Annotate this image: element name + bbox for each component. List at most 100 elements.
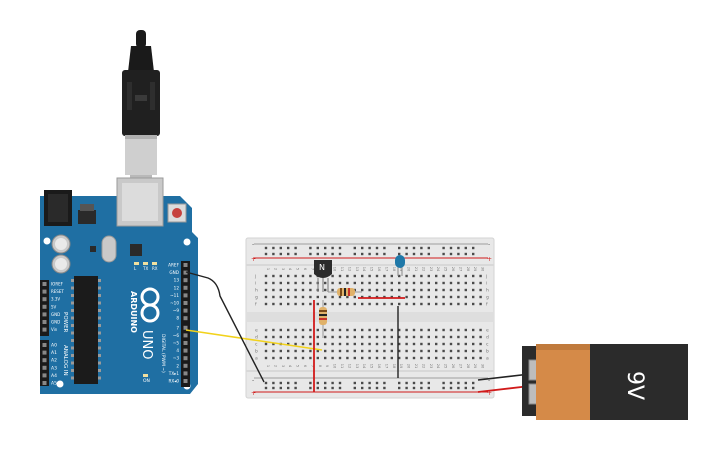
reset-button[interactable] [167,203,187,223]
column-number-top: 20 [407,267,411,272]
row-label: g [486,296,489,301]
digital-pin[interactable] [183,308,188,313]
digital-pin[interactable] [183,371,188,376]
column-number-top: 29 [473,267,477,272]
column-number-bottom: 29 [473,364,477,369]
row-label: e [486,329,489,334]
row-label: g [255,296,258,301]
breadboard[interactable] [245,237,495,399]
on-label: ON [143,378,150,384]
led[interactable] [395,255,405,276]
digital-pin-label: 2 [176,363,179,368]
digital-pin[interactable] [183,348,188,353]
column-number-bottom: 22 [421,364,425,369]
row-label: d [486,335,489,341]
row-label: a [255,357,258,362]
digital-pin-label: 13 [174,278,180,283]
power-pin-label: GND [51,312,60,317]
digital-pin-label: AREF [168,263,179,268]
analog-pin[interactable] [42,381,47,385]
rail-plus-label: + [487,256,492,263]
column-number-top: 25 [444,267,448,272]
power-pin[interactable] [42,289,47,294]
column-number-bottom: 17 [384,364,388,369]
column-number-bottom: 11 [340,364,344,369]
digital-pin[interactable] [183,285,188,290]
digital-pin[interactable] [183,356,188,361]
analog-pin[interactable] [42,365,47,370]
column-number-top: 17 [384,267,388,272]
digital-pin[interactable] [183,363,188,368]
arduino-logo [140,287,160,323]
digital-pin[interactable] [183,301,188,305]
column-number-bottom: 25 [444,364,448,369]
battery-9v[interactable]: 9V [522,344,688,420]
analog-label: ANALOG IN [62,345,68,376]
digital-pin-label: ~6 [173,333,180,338]
digital-pin-label: ~5 [173,341,180,346]
power-pin[interactable] [42,297,47,302]
column-number-bottom: 19 [399,364,403,369]
column-number-bottom: 3 [281,365,285,367]
arduino-board[interactable]: ARDUINO UNO DIGITAL (PWM ~) POWER ANALOG… [40,177,198,394]
rail-plus-label: + [251,390,256,397]
column-number-bottom: 5 [296,365,300,367]
column-number-top: 5 [296,268,300,270]
row-label: i [255,281,256,287]
column-number-bottom: 15 [370,364,374,369]
column-number-top: 18 [392,267,396,272]
power-pin[interactable] [42,282,47,286]
rail-minus-label: - [252,377,254,384]
column-number-bottom: 1 [266,365,270,367]
power-pin-label: Vin [51,327,58,332]
column-number-bottom: 14 [362,364,366,369]
wire-ground-arduino[interactable] [185,271,265,383]
digital-pin[interactable] [183,293,188,298]
row-label: j [254,274,256,280]
power-pin[interactable] [42,304,47,309]
digital-pin[interactable] [183,379,188,383]
row-label: a [486,357,489,362]
resistor-horizontal[interactable] [328,288,362,296]
column-number-bottom: 6 [303,365,307,368]
row-label: h [486,288,489,294]
analog-pin-label: A4 [51,373,57,379]
analog-pin[interactable] [42,350,47,355]
power-pin[interactable] [42,312,47,317]
column-number-bottom: 13 [355,364,359,369]
column-number-top: 4 [288,268,292,271]
power-pin-label: 5V [51,304,57,309]
column-number-bottom: 10 [333,364,337,369]
digital-pin-label: RX◂0 [168,379,179,384]
npn-transistor[interactable]: N [314,260,332,292]
column-number-top: 21 [414,267,418,272]
rail-minus-label: - [252,241,254,248]
analog-pin-label: A3 [51,365,57,371]
power-pin-label: 3.3V [51,297,60,302]
analog-pin[interactable] [42,373,47,378]
analog-pin[interactable] [42,358,47,363]
digital-pin[interactable] [183,270,188,275]
column-number-bottom: 9 [325,365,329,368]
wire-battery-negative[interactable] [477,373,531,381]
power-pin[interactable] [42,320,47,324]
wire-battery-positive[interactable] [477,385,531,393]
row-label: i [486,281,487,287]
column-number-top: 2 [273,268,277,270]
rail-minus-label: - [488,377,490,384]
column-number-bottom: 24 [436,364,440,369]
column-number-bottom: 8 [318,365,322,368]
digital-pin[interactable] [183,341,188,345]
digital-pin[interactable] [183,263,188,267]
column-number-bottom: 18 [392,364,396,369]
digital-pin[interactable] [183,333,188,338]
digital-pin[interactable] [183,325,188,330]
wire-signal[interactable] [185,329,323,351]
power-pin[interactable] [42,327,47,332]
digital-pin[interactable] [183,316,188,321]
analog-pin[interactable] [42,343,47,347]
digital-pin[interactable] [183,278,188,283]
resistor-vertical[interactable] [319,300,327,338]
